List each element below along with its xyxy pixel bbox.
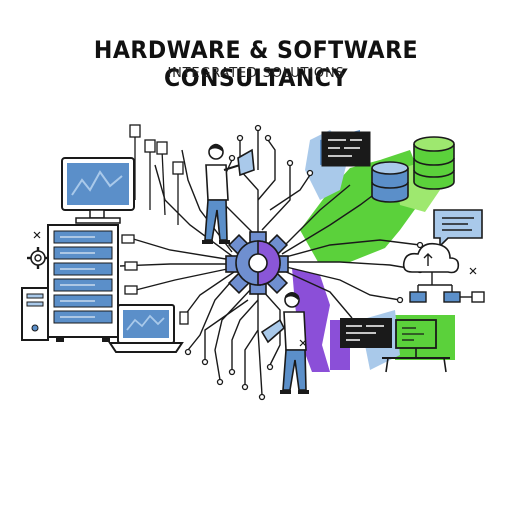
chat-bubble-icon xyxy=(433,209,483,248)
database-icon xyxy=(413,136,455,190)
page-title: HARDWARE & SOFTWARE CONSULTANCY xyxy=(93,36,419,92)
cloud-icon xyxy=(402,242,460,274)
cable-connectors xyxy=(121,124,189,325)
server-rack-icon xyxy=(47,224,119,342)
person-icon xyxy=(260,292,309,394)
circuit-traces xyxy=(119,130,421,396)
gear-icon xyxy=(225,231,289,295)
laptop-icon xyxy=(108,304,184,353)
flowchart-icon xyxy=(409,272,485,303)
person-icon xyxy=(202,143,255,244)
monitor-icon xyxy=(61,157,135,224)
database-icon xyxy=(371,161,409,203)
code-window-icon xyxy=(321,131,371,167)
page-subtitle: INTEGRATED SOLUTIONS xyxy=(167,66,345,81)
settings-icon xyxy=(27,247,49,269)
code-window-icon xyxy=(340,318,392,348)
monitor-icon xyxy=(382,319,450,373)
desktop-tower-icon xyxy=(21,287,49,341)
decorative-marks xyxy=(33,231,477,347)
